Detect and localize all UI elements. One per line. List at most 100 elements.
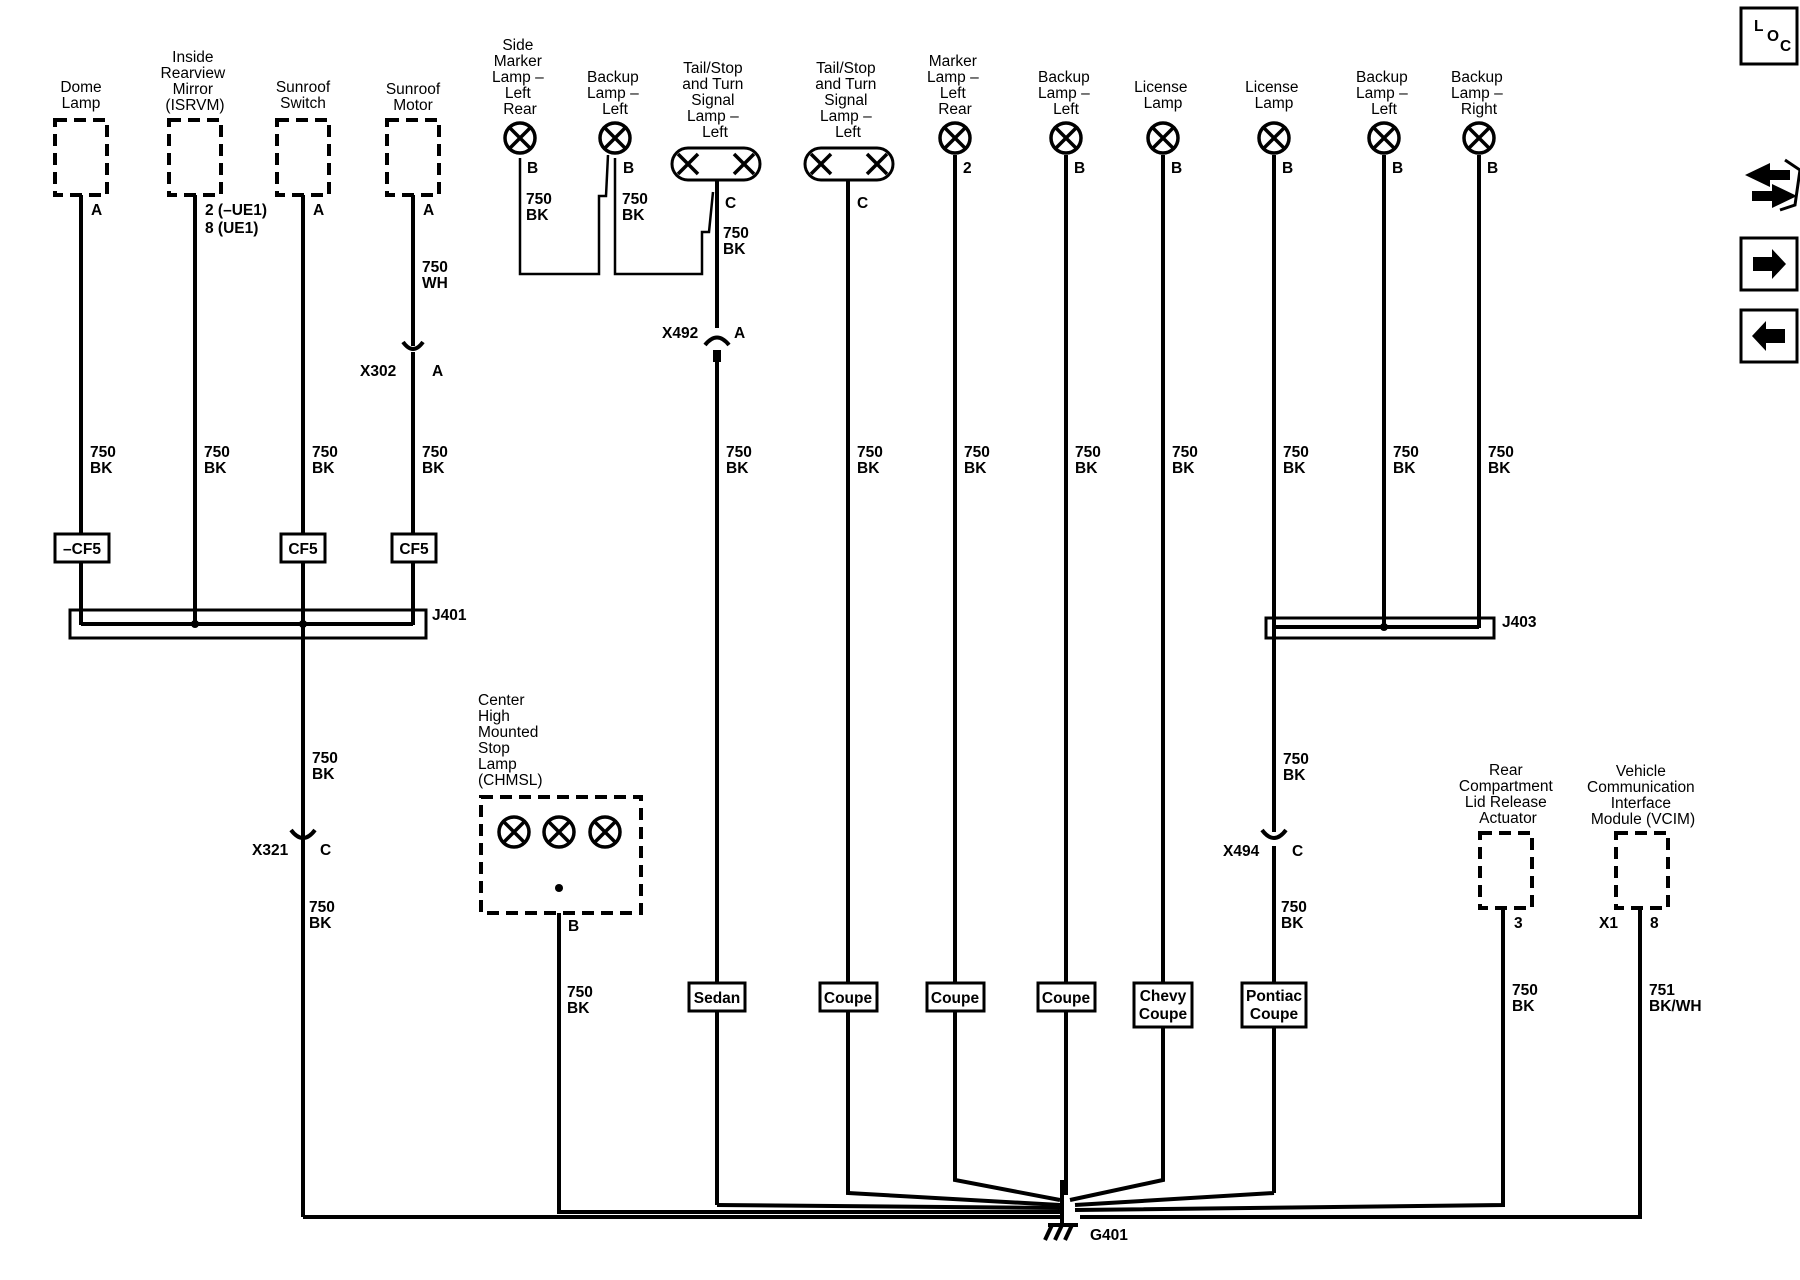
connector-x494: X494 C [1223, 828, 1303, 860]
svg-text:Tail/Stop and Turn: Tail/Stop and Turn Signal Lamp – Left [682, 60, 748, 141]
svg-text:2: 2 [963, 160, 972, 177]
svg-text:C: C [725, 195, 736, 212]
splice-j401: J401 [68, 607, 467, 640]
svg-text:–CF5: –CF5 [63, 541, 101, 558]
svg-text:X492: X492 [662, 325, 698, 342]
chmsl: Center High Mounted Stop Lamp (CHMSL) B [478, 692, 643, 935]
svg-text:Side Marker Lamp –: Side Marker Lamp – Left Rear [492, 37, 548, 118]
backup-lamp-left-3: Backup Lamp – Left B [1356, 69, 1412, 177]
svg-text:Coupe: Coupe [824, 990, 873, 1007]
marker-lamp: Marker Lamp – Left Rear 2 [927, 53, 983, 177]
svg-text:8: 8 [1650, 915, 1659, 932]
svg-text:Backup Lamp – Left: Backup Lamp – Left [1356, 69, 1412, 118]
svg-text:X1: X1 [1599, 915, 1618, 932]
svg-text:B: B [568, 918, 579, 935]
tail-stop-turn-lamp-2: Tail/Stop and Turn Signal Lamp – Left C [803, 60, 895, 212]
svg-text:X494: X494 [1223, 843, 1260, 860]
svg-text:Coupe: Coupe [1042, 990, 1091, 1007]
svg-text:License Lamp: License Lamp [1134, 79, 1192, 112]
svg-text:B: B [623, 160, 634, 177]
tail-stop-turn-lamp-1: Tail/Stop and Turn Signal Lamp – Left C … [670, 60, 762, 258]
svg-text:A: A [91, 202, 102, 219]
svg-text:C: C [1292, 843, 1303, 860]
svg-text:CF5: CF5 [399, 541, 429, 558]
svg-text:A: A [423, 202, 434, 219]
svg-text:O: O [1767, 28, 1779, 45]
svg-text:B: B [1392, 160, 1403, 177]
svg-text:J403: J403 [1502, 614, 1537, 631]
svg-text:Coupe: Coupe [931, 990, 980, 1007]
svg-text:X302: X302 [360, 363, 396, 380]
option-boxes: –CF5 CF5 CF5 Sedan Coupe Coupe Coupe Che… [53, 532, 1308, 1029]
loc-button[interactable]: L O C [1739, 6, 1799, 66]
svg-text:Inside Rearview Mi: Inside Rearview Mirror (ISRVM) [161, 49, 230, 114]
svg-text:Vehicle Communication: Vehicle Communication Interface Module (… [1587, 763, 1699, 828]
svg-text:CF5: CF5 [288, 541, 318, 558]
svg-text:Center High Mounte: Center High Mounted Stop Lamp (CHMSL) [478, 692, 543, 789]
connector-x492: X492 A [662, 325, 745, 362]
svg-text:A: A [432, 363, 443, 380]
ground-g401: G401 [1043, 1180, 1128, 1244]
svg-text:B: B [1171, 160, 1182, 177]
svg-text:J401: J401 [432, 607, 467, 624]
svg-text:Rear Compartment L: Rear Compartment Lid Release Actuator [1459, 762, 1557, 827]
connector-x321: X321 C [252, 828, 331, 859]
svg-text:Backup Lamp – Left: Backup Lamp – Left [1038, 69, 1094, 118]
rear-compartment-lid-release-actuator: Rear Compartment Lid Release Actuator 3 [1459, 762, 1557, 932]
svg-text:2 (–UE1)8 (UE1): 2 (–UE1)8 (UE1) [205, 202, 267, 237]
arrow-right-icon[interactable] [1739, 236, 1799, 292]
svg-text:B: B [527, 160, 538, 177]
splice-j403: J403 [1264, 614, 1537, 640]
svg-text:Backup Lamp – Left: Backup Lamp – Left [587, 69, 643, 118]
vcim: Vehicle Communication Interface Module (… [1587, 763, 1699, 932]
svg-text:G401: G401 [1090, 1227, 1128, 1244]
arrow-left-icon[interactable] [1739, 308, 1799, 364]
svg-text:C: C [857, 195, 868, 212]
backup-lamp-right: Backup Lamp – Right B [1451, 69, 1507, 177]
svg-text:X321: X321 [252, 842, 289, 859]
svg-text:Backup Lamp – Righ: Backup Lamp – Right [1451, 69, 1507, 118]
isrvm: Inside Rearview Mirror (ISRVM) 2 (–UE1)8… [161, 49, 267, 237]
svg-text:License Lamp: License Lamp [1245, 79, 1303, 112]
component-views-icon[interactable] [1745, 158, 1800, 212]
svg-text:C: C [1780, 38, 1791, 55]
wires [79, 154, 1642, 1219]
connector-x302: X302 A [360, 336, 443, 380]
svg-text:A: A [313, 202, 324, 219]
svg-text:L: L [1754, 18, 1763, 35]
svg-text:Marker Lamp – Left: Marker Lamp – Left Rear [927, 53, 983, 118]
